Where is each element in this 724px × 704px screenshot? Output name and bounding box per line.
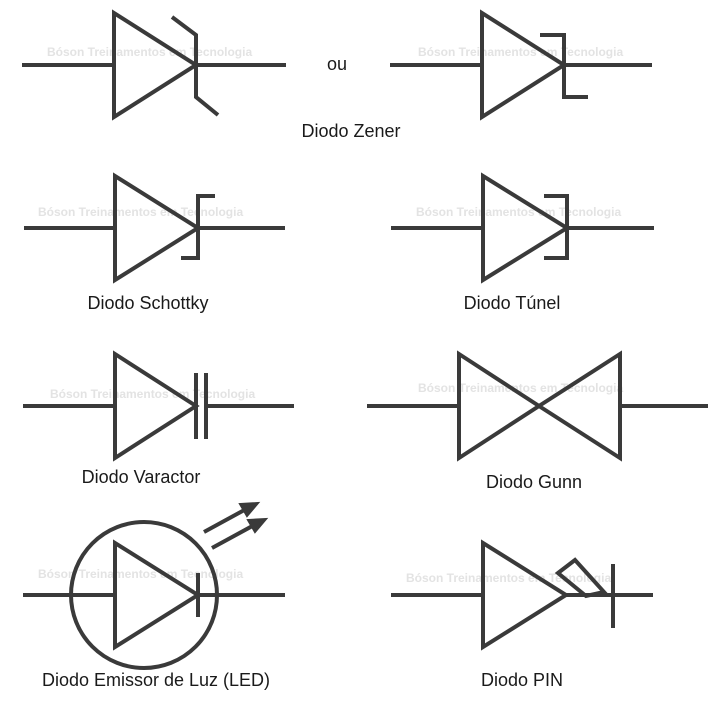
tunnel-diode-symbol [391,172,654,284]
varactor-label: Diodo Varactor [82,467,201,487]
tunel-label: Diodo Túnel [464,293,561,313]
zener-diode-symbol-left [22,9,286,121]
watermark-varactor: Bóson Treinamentos em Tecnologia [50,387,255,401]
watermark-zener-left: Bóson Treinamentos em Tecnologia [47,45,252,59]
watermark-schottky: Bóson Treinamentos em Tecnologia [38,205,243,219]
zener-label: Diodo Zener [301,121,400,141]
led-label: Diodo Emissor de Luz (LED) [42,670,270,690]
watermark-led: Bóson Treinamentos em Tecnologia [38,567,243,581]
watermark-pin: Bóson Treinamentos em Tecnologia [406,571,611,585]
schottky-diode-symbol [24,172,285,284]
watermark-tunel: Bóson Treinamentos em Tecnologia [416,205,621,219]
pin-diode-symbol [391,539,653,651]
zener-diode-symbol-right [390,9,652,121]
schottky-label: Diodo Schottky [87,293,208,313]
pin-label: Diodo PIN [481,670,563,690]
varactor-diode-symbol [23,350,294,462]
watermark-zener-right: Bóson Treinamentos em Tecnologia [418,45,623,59]
gunn-diode-symbol [367,350,708,462]
led-diode-symbol [23,501,285,670]
gunn-label: Diodo Gunn [486,472,582,492]
zener-or-label: ou [327,54,347,74]
